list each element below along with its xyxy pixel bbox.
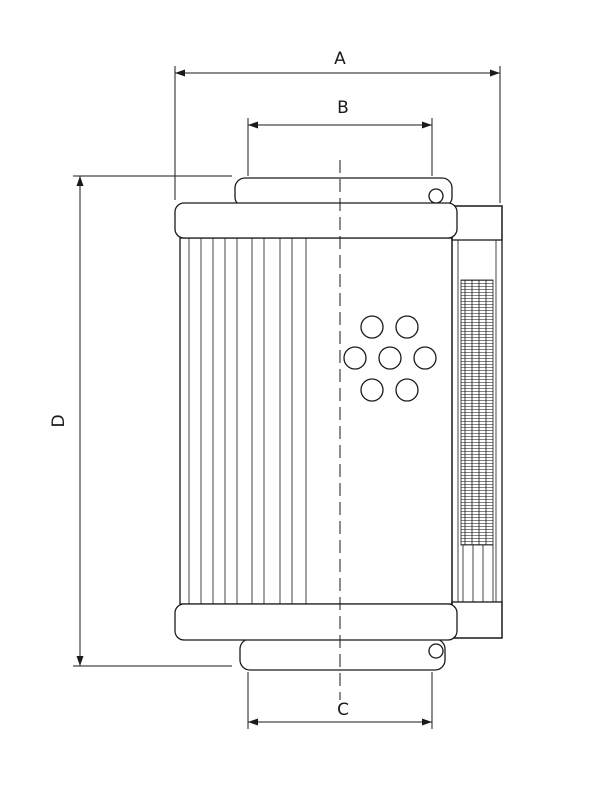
dimension-c-label: C (337, 700, 349, 720)
pleated-filter-media (188, 238, 307, 604)
filter-body (174, 160, 503, 700)
hole (360, 315, 384, 339)
mesh-vertical-wires (464, 280, 487, 545)
dimension-b: B (247, 98, 433, 176)
dimension-b-label: B (337, 98, 349, 118)
hole (378, 346, 402, 370)
dimension-c: C (247, 672, 433, 729)
bottom-end-cap (239, 638, 446, 671)
top-flange (174, 202, 458, 239)
tube-lower-ribs (462, 545, 494, 602)
top-seal-ring (428, 188, 444, 204)
media-outline (179, 237, 453, 605)
dimension-a: A (174, 49, 501, 203)
dimension-d: D (49, 175, 232, 667)
wire-mesh-screen (460, 279, 494, 546)
perforation-holes (343, 315, 437, 402)
outer-support-tube (451, 205, 503, 639)
hole (360, 378, 384, 402)
bottom-flange (174, 603, 458, 641)
tube-inner-walls (457, 240, 497, 602)
dimension-d-label: D (49, 414, 69, 427)
hole (395, 315, 419, 339)
bottom-hatched-end-seal (451, 601, 503, 639)
mesh-area (460, 279, 494, 546)
dimension-a-label: A (334, 49, 346, 69)
hole (343, 346, 367, 370)
hole (395, 378, 419, 402)
hole (413, 346, 437, 370)
top-hatched-end-seal (451, 205, 503, 241)
bottom-seal-ring (428, 643, 444, 659)
